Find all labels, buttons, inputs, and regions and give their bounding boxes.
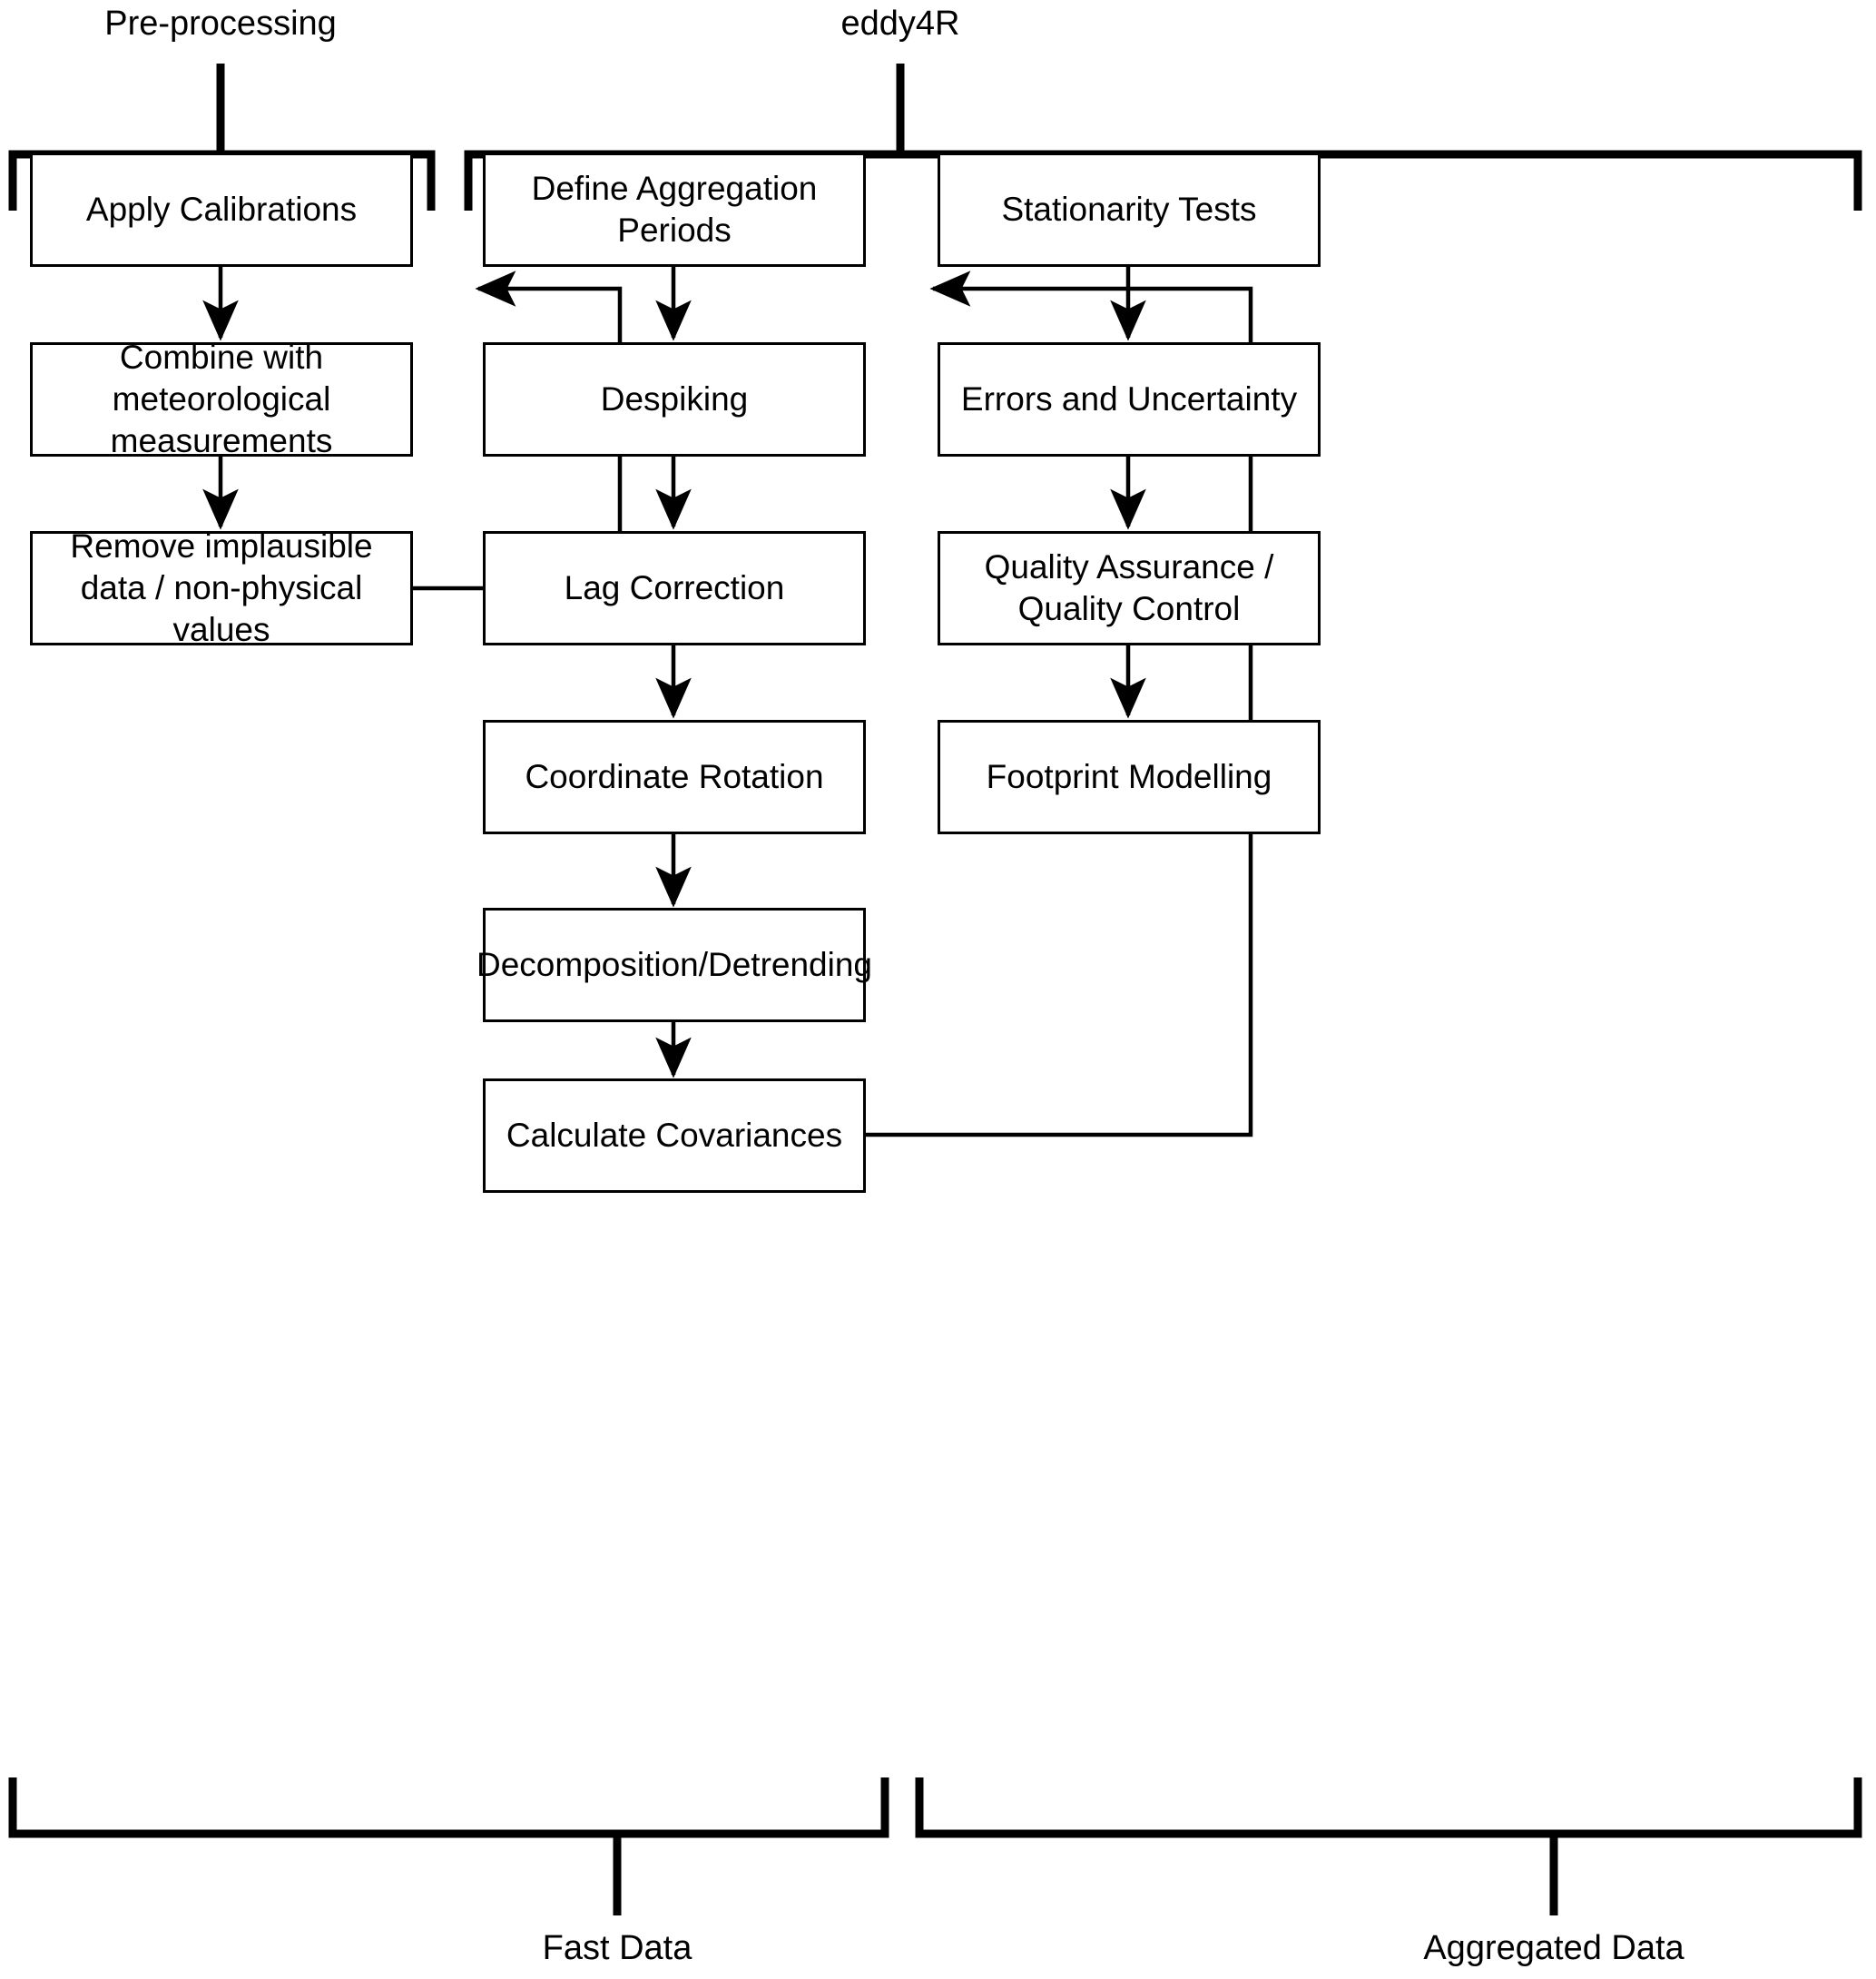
- node-stationarity-tests[interactable]: Stationarity Tests: [938, 153, 1321, 267]
- bracket-aggregated-data: [915, 1777, 1862, 1915]
- node-coordinate-rotation[interactable]: Coordinate Rotation: [483, 720, 866, 834]
- group-label-eddy4r: eddy4R: [840, 5, 960, 43]
- node-remove-implausible[interactable]: Remove implausible data / non-physical v…: [30, 527, 413, 648]
- node-qa-qc[interactable]: Quality Assurance / Quality Control: [938, 531, 1321, 645]
- bracket-fast-data: [8, 1777, 889, 1915]
- node-footprint-modelling[interactable]: Footprint Modelling: [938, 720, 1321, 834]
- group-label-aggregated-data: Aggregated Data: [1423, 1929, 1684, 1967]
- node-calculate-covariances[interactable]: Calculate Covariances: [483, 1078, 866, 1193]
- group-label-pre-processing: Pre-processing: [104, 5, 337, 43]
- node-despiking[interactable]: Despiking: [483, 342, 866, 457]
- node-apply-calibrations[interactable]: Apply Calibrations: [30, 153, 413, 267]
- group-label-fast-data: Fast Data: [542, 1929, 692, 1967]
- node-combine-met[interactable]: Combine with meteorological measurements: [30, 339, 413, 459]
- node-errors-uncertainty[interactable]: Errors and Uncertainty: [938, 342, 1321, 457]
- node-lag-correction[interactable]: Lag Correction: [483, 531, 866, 645]
- edge-covariances-to-stationarity: [865, 271, 1253, 1137]
- node-define-aggregation-periods[interactable]: Define Aggregation Periods: [483, 153, 866, 267]
- node-decomposition-detrending[interactable]: Decomposition/Detrending: [476, 908, 872, 1022]
